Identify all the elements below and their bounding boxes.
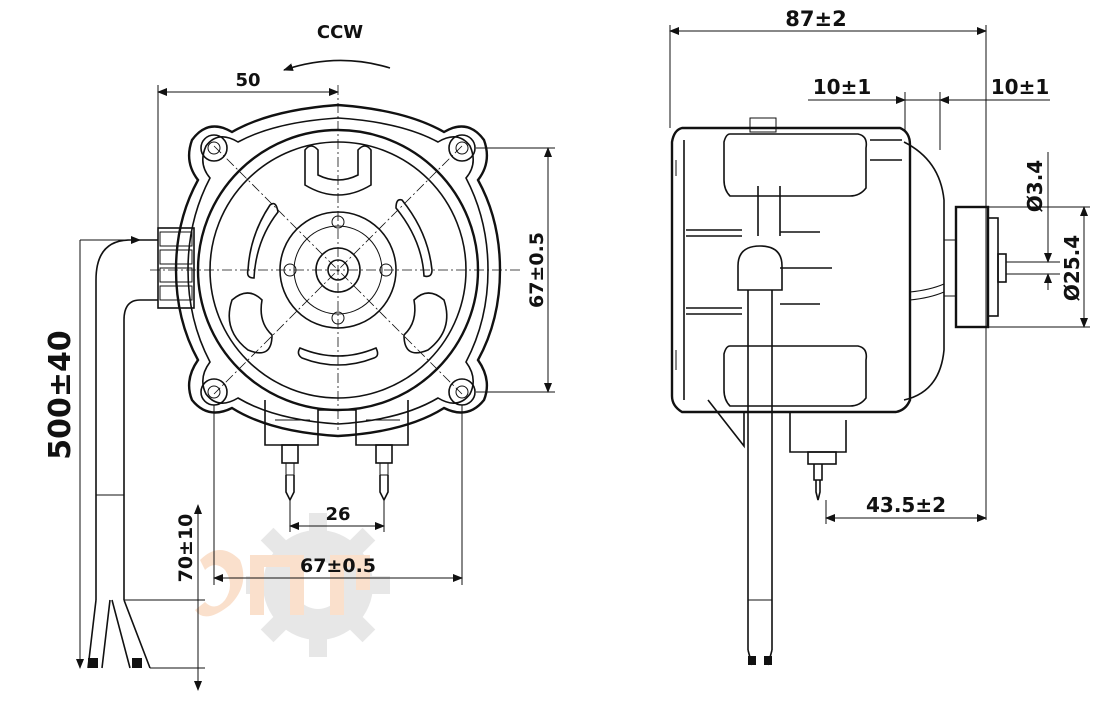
vent-slot-lower-left [228,292,273,354]
dim-left-offset: 10±1 [813,75,872,99]
rotor-hub [954,205,990,329]
rotation-label: CCW [317,22,363,43]
watermark-logo [195,513,390,657]
mount-bracket [737,186,783,291]
vent-slot-top [304,145,372,196]
mount-hole-top-right [448,134,476,162]
dim-shaft-diameter: Ø3.4 [1023,160,1047,212]
side-cable [747,290,773,650]
terminal-block [264,400,409,446]
mount-hole-top-left [200,134,228,162]
shaft [327,259,349,281]
dim-right-offset: 10±1 [991,75,1050,99]
coil-lower [723,345,868,407]
dim-terminal-offset: 43.5±2 [866,493,946,517]
power-cable [95,239,158,600]
cable-gland [157,227,195,309]
bearing-boss [279,211,397,329]
rear-shroud [903,141,945,401]
front-view: CCW 50 67±0.5 500±40 26 67±0.5 70±10 [43,22,555,691]
coil-upper [723,133,868,197]
motor-body-side [670,126,912,414]
vent-slot-lower-right [403,292,448,354]
dim-mount-spacing: 67±0.5 [300,555,376,577]
dim-cable-length: 500±40 [43,330,78,460]
gear-icon [246,513,390,657]
mounting-flange [174,103,502,438]
terminal-pin-right [375,444,393,502]
dim-overall-length: 87±2 [785,7,846,31]
rotation-arrow-icon [283,59,391,71]
vent-slot-arc-left [246,202,279,279]
terminal-pin-left [281,444,299,502]
dim-top-width: 50 [235,70,260,91]
dim-hub-diameter: Ø25.4 [1060,235,1084,301]
dim-right-height: 67±0.5 [526,232,548,308]
side-view: 87±2 10±1 10±1 Ø3.4 Ø25.4 43.5±2 [669,7,1090,666]
dim-terminal-spacing: 26 [325,504,350,525]
vent-slot-bottom [297,346,379,366]
vent-slot-arc-right [395,198,433,278]
dim-lead-strip: 70±10 [175,514,197,583]
